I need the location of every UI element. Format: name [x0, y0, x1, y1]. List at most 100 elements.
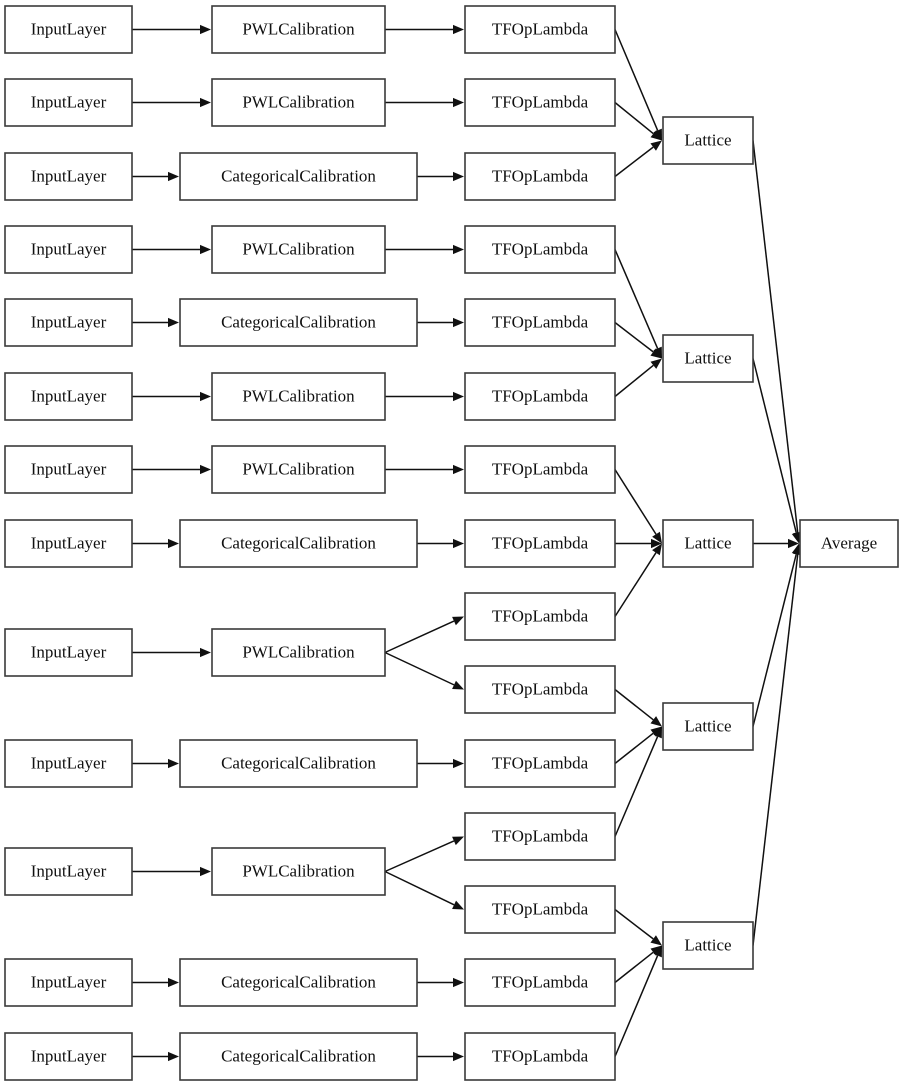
node-inputlayer-in7[interactable]: InputLayer: [4, 445, 133, 494]
node-tfoplambda-lam7[interactable]: TFOpLambda: [464, 445, 616, 494]
node-pwlcalibration-cal11[interactable]: PWLCalibration: [211, 847, 386, 896]
node-box[interactable]: [211, 628, 386, 677]
node-inputlayer-in10[interactable]: InputLayer: [4, 739, 133, 788]
node-tfoplambda-lam13[interactable]: TFOpLambda: [464, 885, 616, 934]
node-tfoplambda-lam2[interactable]: TFOpLambda: [464, 78, 616, 127]
node-box[interactable]: [662, 921, 754, 970]
node-box[interactable]: [464, 225, 616, 274]
node-box[interactable]: [4, 225, 133, 274]
node-pwlcalibration-cal7[interactable]: PWLCalibration: [211, 445, 386, 494]
node-inputlayer-in9[interactable]: InputLayer: [4, 628, 133, 677]
node-box[interactable]: [464, 519, 616, 568]
node-box[interactable]: [211, 78, 386, 127]
edge-line: [384, 870, 455, 906]
node-box[interactable]: [464, 298, 616, 347]
node-box[interactable]: [464, 958, 616, 1007]
node-pwlcalibration-cal2[interactable]: PWLCalibration: [211, 78, 386, 127]
node-label: Lattice: [684, 935, 731, 954]
node-tfoplambda-lam3[interactable]: TFOpLambda: [464, 152, 616, 201]
node-lattice-lat2[interactable]: Lattice: [662, 334, 754, 383]
node-categoricalcalibration-cal5[interactable]: CategoricalCalibration: [179, 298, 418, 347]
node-box[interactable]: [179, 739, 418, 788]
node-tfoplambda-lam14[interactable]: TFOpLambda: [464, 958, 616, 1007]
node-box[interactable]: [464, 78, 616, 127]
node-box[interactable]: [4, 958, 133, 1007]
node-inputlayer-in8[interactable]: InputLayer: [4, 519, 133, 568]
node-box[interactable]: [662, 334, 754, 383]
node-box[interactable]: [662, 702, 754, 751]
node-categoricalcalibration-cal13[interactable]: CategoricalCalibration: [179, 1032, 418, 1081]
node-box[interactable]: [4, 739, 133, 788]
node-tfoplambda-lam1[interactable]: TFOpLambda: [464, 5, 616, 54]
node-categoricalcalibration-cal10[interactable]: CategoricalCalibration: [179, 739, 418, 788]
node-tfoplambda-lam5[interactable]: TFOpLambda: [464, 298, 616, 347]
node-box[interactable]: [179, 519, 418, 568]
node-box[interactable]: [4, 445, 133, 494]
node-tfoplambda-lam4[interactable]: TFOpLambda: [464, 225, 616, 274]
node-inputlayer-in6[interactable]: InputLayer: [4, 372, 133, 421]
node-pwlcalibration-cal4[interactable]: PWLCalibration: [211, 225, 386, 274]
node-tfoplambda-lam6[interactable]: TFOpLambda: [464, 372, 616, 421]
node-inputlayer-in4[interactable]: InputLayer: [4, 225, 133, 274]
node-inputlayer-in2[interactable]: InputLayer: [4, 78, 133, 127]
node-box[interactable]: [211, 847, 386, 896]
node-average-avg[interactable]: Average: [799, 519, 899, 568]
edge-arrowhead-icon: [200, 97, 211, 108]
node-box[interactable]: [179, 1032, 418, 1081]
node-box[interactable]: [4, 152, 133, 201]
node-inputlayer-in11[interactable]: InputLayer: [4, 847, 133, 896]
node-lattice-lat4[interactable]: Lattice: [662, 702, 754, 751]
node-pwlcalibration-cal9[interactable]: PWLCalibration: [211, 628, 386, 677]
node-box[interactable]: [662, 116, 754, 165]
node-box[interactable]: [211, 225, 386, 274]
edge-line: [752, 553, 797, 727]
node-tfoplambda-lam11[interactable]: TFOpLambda: [464, 739, 616, 788]
node-categoricalcalibration-cal12[interactable]: CategoricalCalibration: [179, 958, 418, 1007]
node-lattice-lat5[interactable]: Lattice: [662, 921, 754, 970]
node-inputlayer-in13[interactable]: InputLayer: [4, 1032, 133, 1081]
node-box[interactable]: [4, 5, 133, 54]
node-categoricalcalibration-cal8[interactable]: CategoricalCalibration: [179, 519, 418, 568]
node-pwlcalibration-cal1[interactable]: PWLCalibration: [211, 5, 386, 54]
node-inputlayer-in5[interactable]: InputLayer: [4, 298, 133, 347]
node-inputlayer-in3[interactable]: InputLayer: [4, 152, 133, 201]
node-tfoplambda-lam8[interactable]: TFOpLambda: [464, 519, 616, 568]
node-box[interactable]: [4, 372, 133, 421]
node-inputlayer-in1[interactable]: InputLayer: [4, 5, 133, 54]
node-tfoplambda-lam15[interactable]: TFOpLambda: [464, 1032, 616, 1081]
node-pwlcalibration-cal6[interactable]: PWLCalibration: [211, 372, 386, 421]
node-box[interactable]: [4, 298, 133, 347]
node-lattice-lat1[interactable]: Lattice: [662, 116, 754, 165]
node-lattice-lat3[interactable]: Lattice: [662, 519, 754, 568]
node-box[interactable]: [464, 372, 616, 421]
node-box[interactable]: [464, 665, 616, 714]
node-tfoplambda-lam9[interactable]: TFOpLambda: [464, 592, 616, 641]
node-label: TFOpLambda: [492, 166, 589, 185]
node-box[interactable]: [464, 152, 616, 201]
node-box[interactable]: [464, 1032, 616, 1081]
node-box[interactable]: [799, 519, 899, 568]
node-box[interactable]: [4, 519, 133, 568]
node-box[interactable]: [179, 958, 418, 1007]
node-categoricalcalibration-cal3[interactable]: CategoricalCalibration: [179, 152, 418, 201]
node-box[interactable]: [4, 847, 133, 896]
node-box[interactable]: [179, 298, 418, 347]
node-box[interactable]: [4, 628, 133, 677]
node-box[interactable]: [662, 519, 754, 568]
node-box[interactable]: [464, 445, 616, 494]
node-box[interactable]: [179, 152, 418, 201]
node-tfoplambda-lam12[interactable]: TFOpLambda: [464, 812, 616, 861]
node-box[interactable]: [211, 5, 386, 54]
node-box[interactable]: [464, 739, 616, 788]
node-box[interactable]: [464, 885, 616, 934]
node-box[interactable]: [4, 1032, 133, 1081]
node-box[interactable]: [464, 592, 616, 641]
node-tfoplambda-lam10[interactable]: TFOpLambda: [464, 665, 616, 714]
node-box[interactable]: [464, 5, 616, 54]
edge-lam6-to-lat2: [614, 358, 662, 398]
node-box[interactable]: [4, 78, 133, 127]
node-inputlayer-in12[interactable]: InputLayer: [4, 958, 133, 1007]
node-box[interactable]: [211, 445, 386, 494]
node-box[interactable]: [211, 372, 386, 421]
node-box[interactable]: [464, 812, 616, 861]
